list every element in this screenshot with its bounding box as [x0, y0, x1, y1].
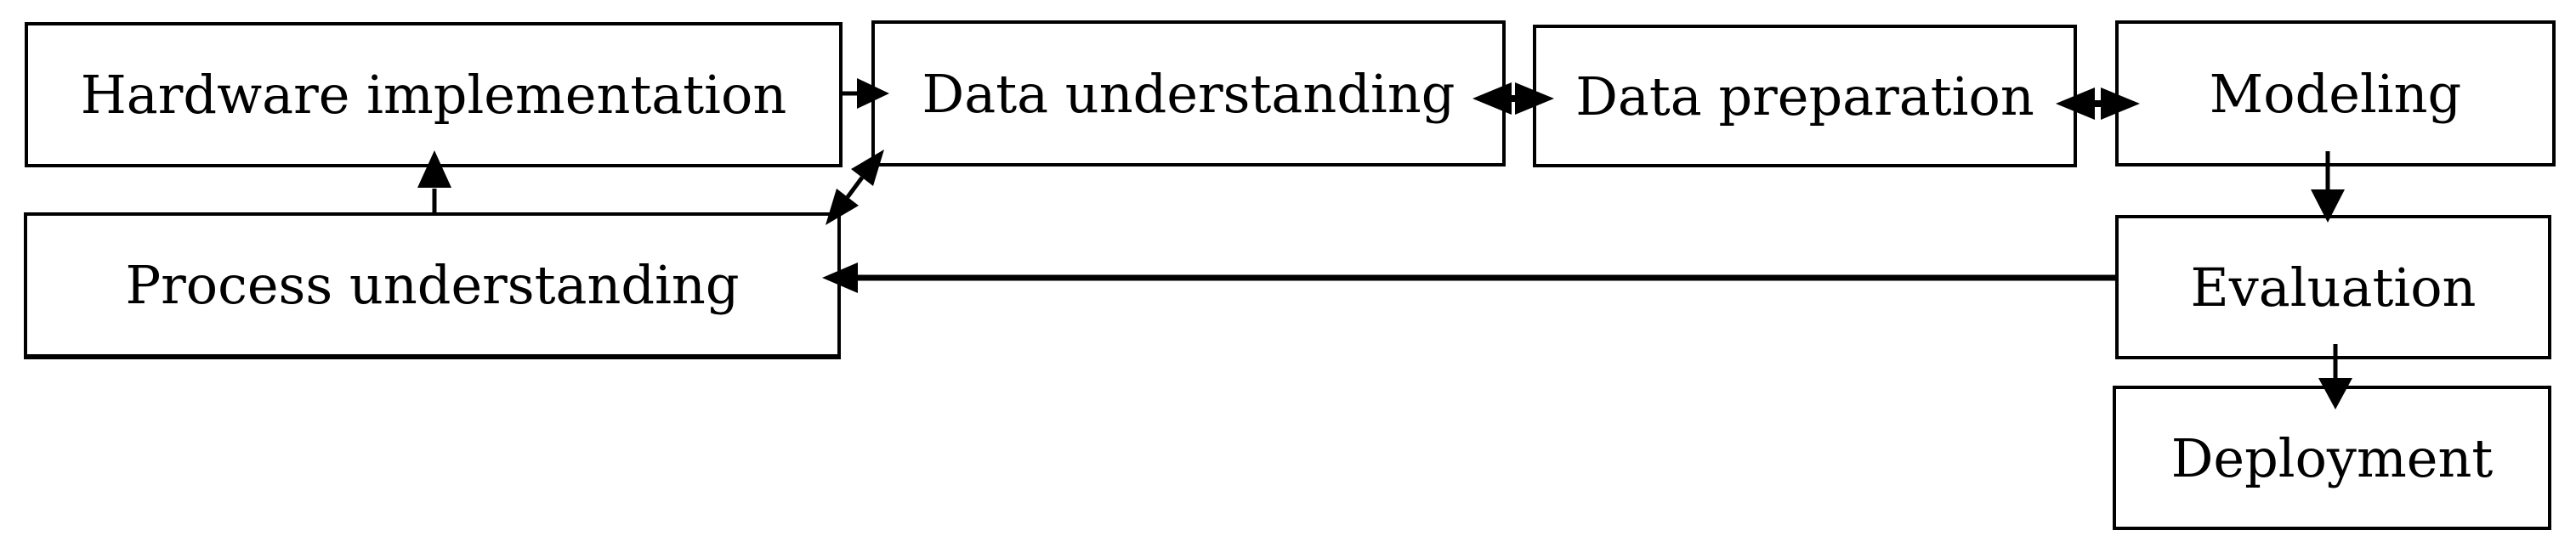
node-deployment: Deployment [2113, 386, 2551, 530]
node-label: Data preparation [1575, 65, 2034, 127]
node-label: Process understanding [125, 254, 740, 316]
node-label: Data understanding [922, 62, 1455, 125]
node-data-preparation: Data preparation [1533, 25, 2077, 167]
arrow-evaluation-to-process-understanding [822, 262, 2115, 293]
node-label: Deployment [2170, 426, 2494, 489]
node-modeling: Modeling [2115, 20, 2556, 166]
node-hardware-implementation: Hardware implementation [25, 22, 843, 167]
node-label: Evaluation [2190, 256, 2477, 319]
node-process-understanding: Process understanding [24, 212, 841, 359]
node-label: Hardware implementation [80, 64, 787, 126]
node-data-understanding: Data understanding [871, 20, 1506, 166]
node-label: Modeling [2209, 62, 2462, 125]
node-evaluation: Evaluation [2115, 215, 2551, 359]
